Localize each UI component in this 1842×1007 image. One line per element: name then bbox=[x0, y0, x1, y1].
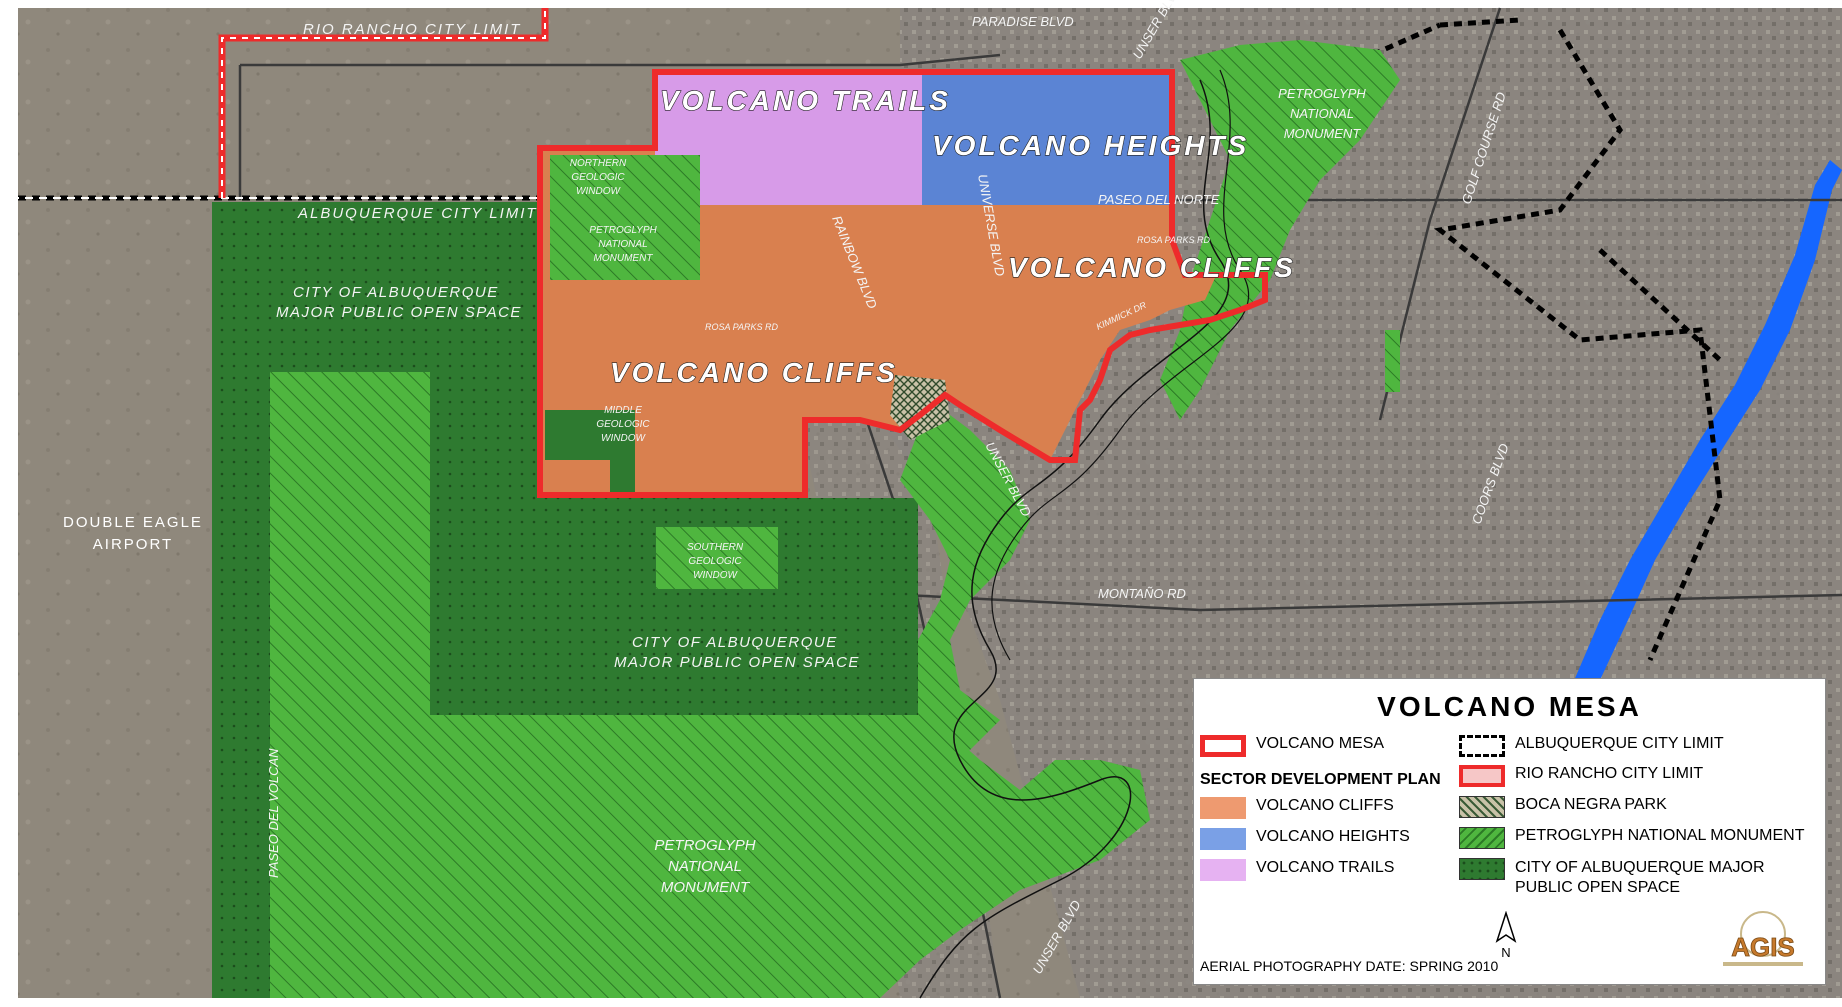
rio-grande-river bbox=[1570, 160, 1842, 700]
svg-text:DOUBLE EAGLE: DOUBLE EAGLE bbox=[63, 514, 203, 531]
svg-text:MONUMENT: MONUMENT bbox=[594, 253, 654, 264]
label-open-space-1b: MAJOR PUBLIC OPEN SPACE bbox=[276, 304, 522, 321]
northern-geologic-window bbox=[550, 155, 700, 280]
swatch-volcano-mesa bbox=[1200, 735, 1246, 757]
volcano-mesa-boundary bbox=[537, 69, 1268, 498]
svg-text:NATIONAL: NATIONAL bbox=[668, 858, 742, 875]
zone-volcano-heights bbox=[922, 72, 1172, 205]
label-paseo-norte: PASEO DEL NORTE bbox=[1098, 192, 1220, 207]
label-volcano-cliffs-west: VOLCANO CLIFFS bbox=[610, 357, 898, 388]
legend-item-open-space: CITY OF ALBUQUERQUE MAJOR PUBLIC OPEN SP… bbox=[1459, 858, 1819, 898]
svg-text:WINDOW: WINDOW bbox=[576, 186, 621, 197]
svg-text:AIRPORT: AIRPORT bbox=[93, 536, 173, 553]
petroglyph-monument-escarpment bbox=[900, 400, 1030, 760]
legend-item-volcano-trails: VOLCANO TRAILS bbox=[1200, 859, 1394, 881]
label-open-space-1a: CITY OF ALBUQUERQUE bbox=[293, 284, 499, 301]
label-rosa-parks-east: ROSA PARKS RD bbox=[1137, 235, 1211, 245]
label-volcano-heights: VOLCANO HEIGHTS bbox=[932, 130, 1249, 161]
legend-sector-heading: SECTOR DEVELOPMENT PLAN bbox=[1200, 771, 1441, 788]
swatch-volcano-trails bbox=[1200, 859, 1246, 881]
legend-label: ALBUQUERQUE CITY LIMIT bbox=[1515, 735, 1724, 752]
label-paseo-volcan: PASEO DEL VOLCAN bbox=[266, 748, 281, 878]
middle-geologic-window bbox=[545, 410, 635, 495]
label-northern-gw: NORTHERN GEOLOGIC WINDOW bbox=[570, 158, 627, 197]
svg-text:MONUMENT: MONUMENT bbox=[661, 879, 751, 896]
legend-item-boca-negra: BOCA NEGRA PARK bbox=[1459, 796, 1667, 818]
label-southern-gw: SOUTHERN GEOLOGIC WINDOW bbox=[687, 542, 744, 581]
zone-volcano-cliffs bbox=[540, 148, 1215, 495]
label-rosa-parks-west: ROSA PARKS RD bbox=[705, 322, 779, 332]
svg-text:GEOLOGIC: GEOLOGIC bbox=[571, 172, 625, 183]
label-rio-rancho-limit: RIO RANCHO CITY LIMIT bbox=[303, 21, 521, 38]
legend-label: VOLCANO HEIGHTS bbox=[1256, 828, 1410, 845]
southern-geologic-window bbox=[656, 527, 778, 589]
legend-label: BOCA NEGRA PARK bbox=[1515, 796, 1667, 813]
svg-text:SOUTHERN: SOUTHERN bbox=[687, 542, 744, 553]
label-airport: DOUBLE EAGLE AIRPORT bbox=[63, 514, 203, 553]
svg-text:GEOLOGIC: GEOLOGIC bbox=[688, 556, 742, 567]
legend-item-volcano-mesa: VOLCANO MESA bbox=[1200, 735, 1384, 757]
escarpment-contours bbox=[919, 79, 1230, 999]
monument-small-parcel bbox=[1385, 330, 1400, 392]
north-label: N bbox=[1501, 945, 1510, 960]
legend-item-petroglyph: PETROGLYPH NATIONAL MONUMENT bbox=[1459, 827, 1805, 849]
agis-logo: AGIS bbox=[1723, 911, 1803, 966]
legend-item-rio-rancho-limit: RIO RANCHO CITY LIMIT bbox=[1459, 765, 1703, 787]
legend-label: VOLCANO MESA bbox=[1256, 735, 1385, 752]
legend-label: RIO RANCHO CITY LIMIT bbox=[1515, 765, 1704, 782]
legend-label: VOLCANO TRAILS bbox=[1256, 859, 1395, 876]
swatch-volcano-cliffs bbox=[1200, 797, 1246, 819]
legend-label: PETROGLYPH NATIONAL MONUMENT bbox=[1515, 827, 1805, 844]
svg-text:WINDOW: WINDOW bbox=[693, 570, 738, 581]
svg-text:GEOLOGIC: GEOLOGIC bbox=[596, 419, 650, 430]
legend-item-volcano-heights: VOLCANO HEIGHTS bbox=[1200, 828, 1410, 850]
swatch-volcano-heights bbox=[1200, 828, 1246, 850]
abq-city-limit-line bbox=[18, 17, 1723, 662]
swatch-boca-negra bbox=[1459, 796, 1505, 818]
svg-text:NATIONAL: NATIONAL bbox=[1290, 106, 1354, 121]
aerial-photo-date: AERIAL PHOTOGRAPHY DATE: SPRING 2010 bbox=[1200, 958, 1499, 974]
label-montano: MONTAÑO RD bbox=[1098, 586, 1186, 601]
svg-text:AGIS: AGIS bbox=[1731, 932, 1795, 962]
swatch-open-space bbox=[1459, 858, 1505, 880]
label-volcano-cliffs-east: VOLCANO CLIFFS bbox=[1008, 252, 1296, 283]
svg-text:PETROGLYPH: PETROGLYPH bbox=[589, 225, 657, 236]
legend-item-volcano-cliffs: VOLCANO CLIFFS bbox=[1200, 797, 1394, 819]
label-abq-limit: ALBUQUERQUE CITY LIMIT bbox=[297, 205, 538, 222]
svg-text:PETROGLYPH: PETROGLYPH bbox=[654, 837, 755, 854]
svg-text:NATIONAL: NATIONAL bbox=[598, 239, 647, 250]
svg-text:PETROGLYPH: PETROGLYPH bbox=[1278, 86, 1366, 101]
swatch-abq-limit bbox=[1459, 735, 1505, 757]
label-paradise-blvd: PARADISE BLVD bbox=[972, 14, 1074, 29]
petroglyph-monument-south bbox=[270, 372, 1150, 998]
swatch-petroglyph bbox=[1459, 827, 1505, 849]
label-pnm-northeast: PETROGLYPH NATIONAL MONUMENT bbox=[1278, 86, 1366, 141]
label-volcano-trails: VOLCANO TRAILS bbox=[660, 85, 951, 116]
label-open-space-2a: CITY OF ALBUQUERQUE bbox=[632, 634, 838, 651]
legend-item-abq-limit: ALBUQUERQUE CITY LIMIT bbox=[1459, 735, 1724, 757]
svg-text:NORTHERN: NORTHERN bbox=[570, 158, 627, 169]
svg-text:MIDDLE: MIDDLE bbox=[604, 405, 642, 416]
svg-text:MONUMENT: MONUMENT bbox=[1284, 126, 1362, 141]
label-pnm-small: PETROGLYPH NATIONAL MONUMENT bbox=[589, 225, 657, 264]
legend-title: VOLCANO MESA bbox=[1377, 691, 1642, 722]
petroglyph-monument-northeast bbox=[1160, 40, 1400, 420]
swatch-rio-rancho-limit bbox=[1459, 765, 1505, 787]
label-middle-gw: MIDDLE GEOLOGIC WINDOW bbox=[596, 405, 650, 444]
escarpment-contours-2 bbox=[991, 69, 1249, 661]
zone-volcano-trails bbox=[655, 72, 922, 205]
label-open-space-2b: MAJOR PUBLIC OPEN SPACE bbox=[614, 654, 860, 671]
map-legend: VOLCANO MESA VOLCANO MESA SECTOR DEVELOP… bbox=[1193, 678, 1826, 985]
north-arrow-icon: N bbox=[1495, 911, 1517, 960]
legend-label: CITY OF ALBUQUERQUE MAJOR PUBLIC OPEN SP… bbox=[1515, 859, 1765, 896]
legend-label: VOLCANO CLIFFS bbox=[1256, 797, 1394, 814]
label-pnm-big: PETROGLYPH NATIONAL MONUMENT bbox=[654, 837, 755, 896]
svg-text:WINDOW: WINDOW bbox=[601, 433, 646, 444]
